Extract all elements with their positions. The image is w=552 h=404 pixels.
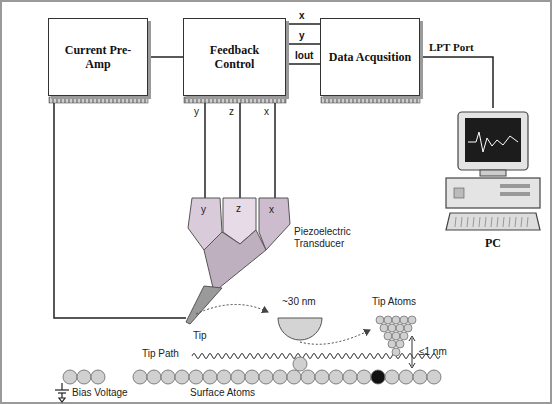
amplifier-box: Current Pre-Amp <box>48 18 148 96</box>
tip-path-line <box>192 354 440 359</box>
pc-illustration <box>446 112 540 230</box>
illustration-label: Surface Atoms <box>190 387 255 399</box>
illustration-label: Piezoelectric Transducer <box>294 226 372 249</box>
tip-atoms <box>376 316 416 356</box>
box-label: PC <box>485 236 501 250</box>
pin-strip <box>321 97 420 103</box>
illustration-label: Tip Atoms <box>372 296 416 308</box>
illustration-label: ≤1 nm <box>419 346 447 358</box>
signal-wire <box>286 43 320 45</box>
surface-atoms <box>63 370 441 384</box>
pin-strip <box>49 97 148 103</box>
adatom <box>293 357 307 371</box>
tip-end <box>278 318 322 340</box>
illustration-label: Tip Path <box>142 348 179 360</box>
pin-strip <box>184 97 286 103</box>
signal-name: Iout <box>294 50 314 61</box>
illustration-label: z <box>229 106 234 118</box>
zoom-arrow <box>196 304 268 314</box>
computer: PC <box>443 108 543 250</box>
signal-wire <box>148 56 183 58</box>
illustration-label: y <box>201 204 206 216</box>
illustration-label: z <box>236 203 241 215</box>
signal-name: LPT Port <box>428 41 475 53</box>
box-label: Feedback Control <box>190 43 279 72</box>
piezo-wire <box>274 103 276 198</box>
zoom-arrow <box>300 330 370 344</box>
piezo-wire <box>239 103 241 198</box>
illustration-label: x <box>264 106 269 118</box>
signal-wire <box>286 23 320 25</box>
tip-wire <box>54 103 186 318</box>
acquisition-box: Data Acqusition <box>320 18 420 96</box>
signal-wire <box>420 57 493 108</box>
illustration-label: ~30 nm <box>282 296 316 308</box>
illustration-label: x <box>269 204 274 216</box>
illustration-label: y <box>194 106 199 118</box>
box-label: Data Acqusition <box>329 50 411 64</box>
illustration-label: Tip <box>193 330 207 342</box>
signal-name: x <box>298 10 306 21</box>
signal-name: y <box>298 30 306 41</box>
box-label: Current Pre-Amp <box>55 43 141 72</box>
signal-wire <box>286 63 320 65</box>
gap-arrow <box>409 336 415 368</box>
controller-box: Feedback Control <box>183 18 286 96</box>
piezo-transducer <box>186 198 290 324</box>
piezo-wire <box>204 103 206 198</box>
bias-battery <box>55 383 69 402</box>
illustration-label: Bias Voltage <box>72 387 128 399</box>
